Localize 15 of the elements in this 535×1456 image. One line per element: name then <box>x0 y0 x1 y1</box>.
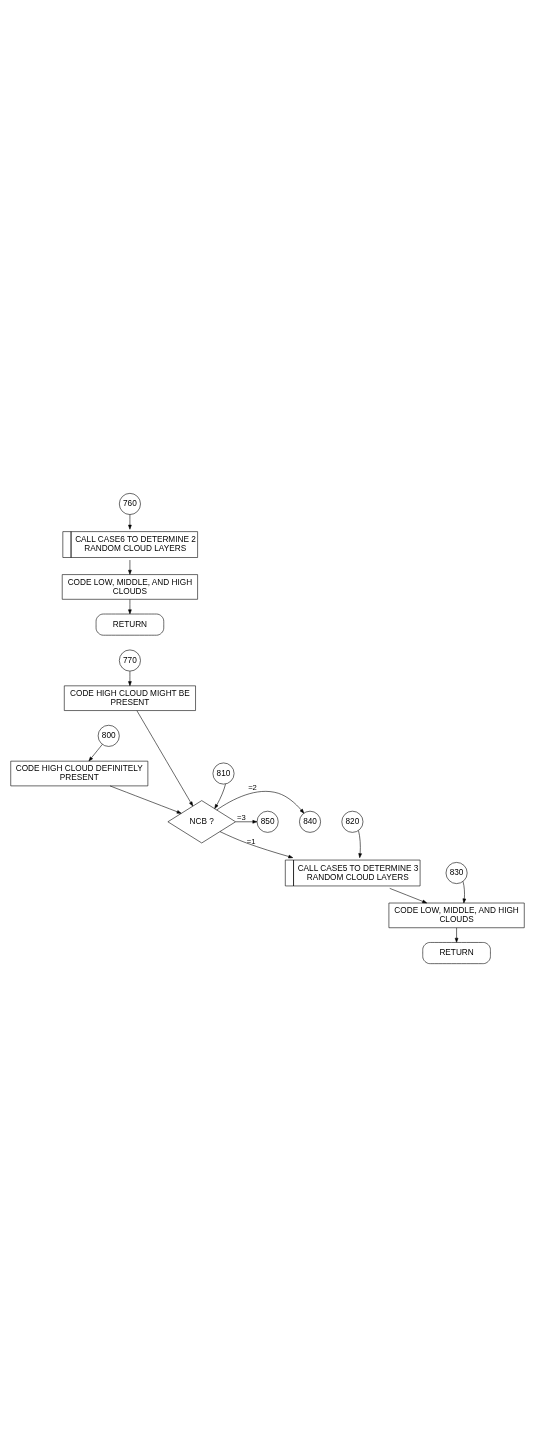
arrow <box>454 927 459 943</box>
arrow <box>128 598 132 614</box>
arrow <box>219 830 294 858</box>
arrow <box>128 559 132 575</box>
arrow <box>88 743 103 761</box>
arrow <box>109 785 182 814</box>
arrow <box>216 790 305 813</box>
arrow <box>235 819 258 824</box>
arrow <box>462 880 467 903</box>
arrow <box>128 513 132 530</box>
arrow <box>136 709 194 806</box>
arrow <box>389 887 427 903</box>
arrow <box>358 829 362 858</box>
arrow <box>128 670 132 686</box>
arrow <box>214 783 226 809</box>
